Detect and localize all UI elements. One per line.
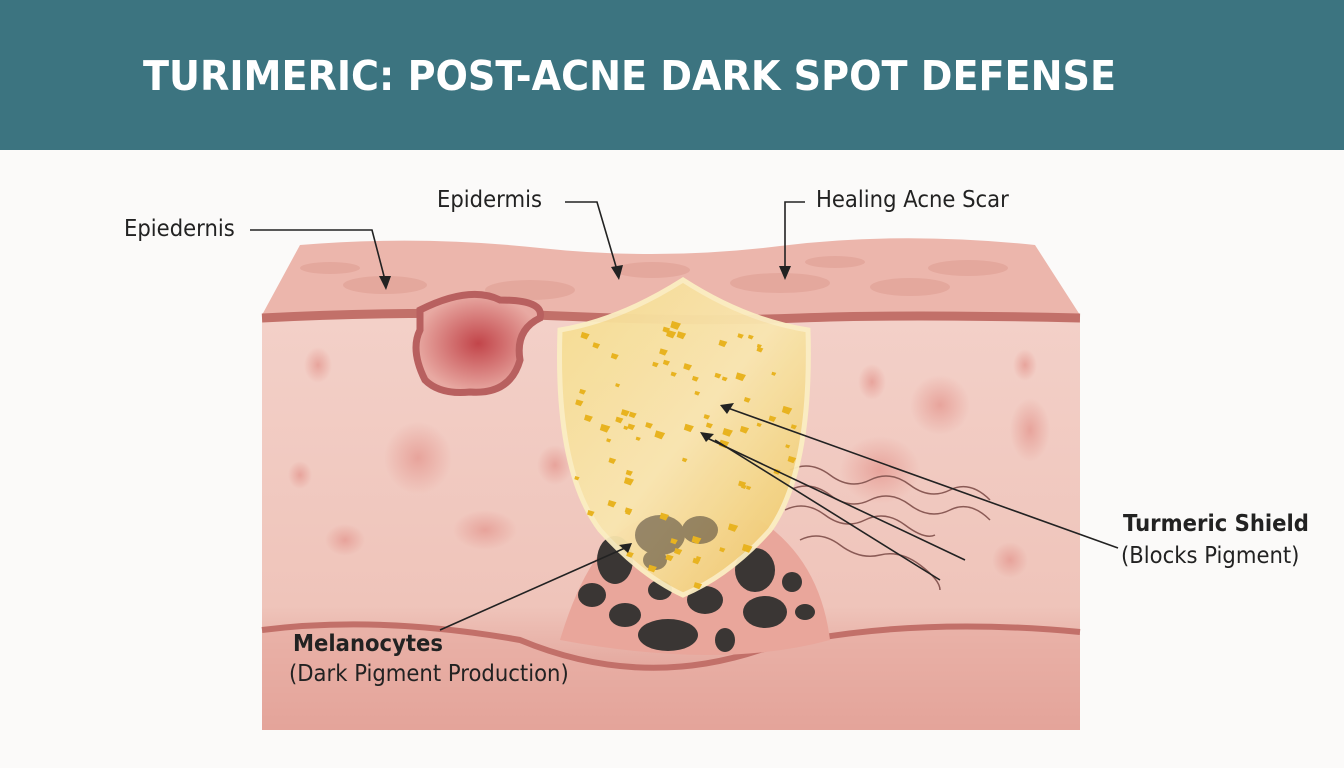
- label-melanocytes: Melanocytes: [293, 631, 443, 657]
- turmeric-particle: [628, 411, 637, 419]
- turmeric-particle: [670, 538, 678, 545]
- turmeric-particle: [721, 376, 728, 382]
- turmeric-particle: [607, 500, 617, 508]
- turmeric-particle: [627, 423, 636, 431]
- turmeric-particle: [620, 409, 630, 417]
- turmeric-particle: [599, 423, 611, 433]
- turmeric-particle: [575, 399, 584, 407]
- turmeric-particle: [683, 423, 694, 433]
- turmeric-particle: [781, 405, 793, 415]
- turmeric-particle: [787, 455, 797, 464]
- turmeric-particle: [670, 371, 677, 377]
- turmeric-particle: [623, 425, 629, 431]
- turmeric-particle: [691, 375, 699, 382]
- turmeric-particle: [693, 582, 703, 590]
- turmeric-particle: [738, 480, 747, 488]
- turmeric-particle: [606, 438, 612, 443]
- turmeric-particle: [615, 416, 624, 424]
- surface-patches: [300, 256, 1008, 300]
- dermis-spots: [288, 347, 1050, 578]
- turmeric-particle: [626, 551, 634, 558]
- turmeric-particle: [681, 457, 688, 463]
- label-dark-pigment-production: (Dark Pigment Production): [289, 661, 569, 687]
- label-healing-acne-scar: Healing Acne Scar: [816, 187, 1009, 213]
- label-epidermis: Epidermis: [437, 187, 542, 213]
- turmeric-particle: [673, 547, 683, 555]
- turmeric-shield: [557, 277, 811, 598]
- turmeric-particle: [615, 383, 621, 388]
- turmeric-particle: [790, 424, 797, 430]
- turmeric-particle: [670, 320, 681, 330]
- turmeric-particle: [743, 396, 751, 403]
- label-turmeric-shield: Turmeric Shield: [1123, 511, 1309, 537]
- turmeric-particle: [718, 339, 728, 348]
- turmeric-particle: [654, 430, 666, 440]
- turmeric-particle: [745, 485, 752, 491]
- melanin-pigment-clusters: [578, 536, 815, 652]
- turmeric-particle: [714, 372, 722, 379]
- arrow-heads: [379, 265, 791, 553]
- turmeric-particle: [625, 469, 633, 476]
- turmeric-particle: [722, 427, 733, 437]
- turmeric-particle: [635, 436, 641, 441]
- turmeric-particle: [666, 329, 677, 339]
- turmeric-particle: [624, 507, 633, 514]
- turmeric-particle: [608, 457, 617, 464]
- turmeric-particle: [574, 475, 580, 481]
- turmeric-particle: [691, 535, 702, 545]
- turmeric-particle: [587, 510, 595, 517]
- turmeric-particle: [703, 414, 711, 420]
- turmeric-particles: [574, 320, 797, 590]
- title-banner: TURIMERIC: POST-ACNE DARK SPOT DEFENSE: [0, 0, 1344, 150]
- turmeric-particle: [756, 422, 762, 428]
- turmeric-particle: [705, 422, 713, 429]
- turmeric-particle: [665, 554, 674, 562]
- turmeric-particle: [676, 331, 687, 340]
- turmeric-particle: [727, 523, 739, 532]
- turmeric-particle: [610, 353, 619, 360]
- turmeric-particle: [785, 444, 791, 449]
- turmeric-particle: [695, 556, 702, 561]
- turmeric-particle: [747, 334, 754, 340]
- turmeric-particle: [580, 331, 590, 340]
- page-title: TURIMERIC: POST-ACNE DARK SPOT DEFENSE: [143, 52, 1117, 100]
- turmeric-particle: [768, 415, 777, 423]
- turmeric-particle: [662, 359, 671, 366]
- label-blocks-pigment: (Blocks Pigment): [1121, 543, 1300, 569]
- turmeric-particle: [623, 477, 635, 486]
- turmeric-particle: [584, 414, 593, 422]
- turmeric-particle: [579, 388, 587, 395]
- turmeric-particle: [756, 346, 764, 353]
- turmeric-particle: [659, 512, 670, 521]
- turmeric-particle: [659, 348, 668, 356]
- turmeric-particle: [592, 342, 601, 349]
- leader-lines: [250, 201, 1119, 631]
- turmeric-particle: [694, 390, 701, 396]
- turmeric-particle: [739, 425, 750, 434]
- turmeric-particle: [718, 439, 730, 449]
- turmeric-particle: [771, 371, 777, 376]
- label-epiedernis: Epiedernis: [124, 216, 235, 242]
- turmeric-particle: [741, 543, 753, 553]
- basal-line: [261, 621, 1081, 671]
- turmeric-particle: [645, 422, 653, 429]
- turmeric-particle: [719, 547, 726, 553]
- acne-scar: [412, 290, 544, 396]
- turmeric-particle: [737, 333, 744, 339]
- turmeric-particle: [652, 361, 659, 368]
- turmeric-particle: [683, 363, 693, 371]
- turmeric-particle: [735, 372, 746, 382]
- turmeric-particle: [647, 564, 657, 573]
